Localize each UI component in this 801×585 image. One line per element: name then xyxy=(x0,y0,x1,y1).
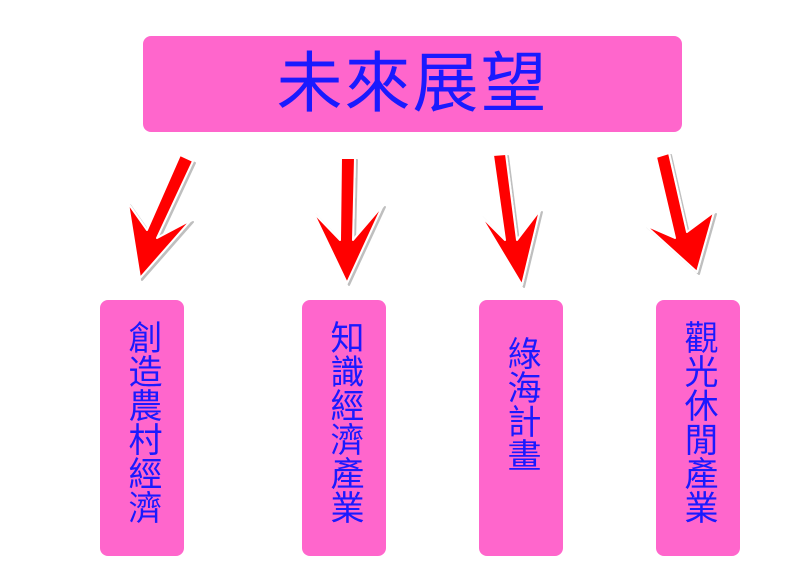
title-box: 未來展望 xyxy=(143,36,682,132)
item-label-4: 觀光休閒產業 xyxy=(678,320,718,524)
title-text: 未來展望 xyxy=(276,45,549,122)
arrow-down-right-4 xyxy=(644,152,715,273)
item-box-4: 觀光休閒產業 xyxy=(656,300,740,556)
arrow-down-2 xyxy=(312,157,384,284)
arrow-down-left-1 xyxy=(127,154,194,279)
item-label-3: 綠海計畫 xyxy=(501,336,541,472)
item-box-2: 知識經濟產業 xyxy=(302,300,386,556)
item-label-2: 知識經濟產業 xyxy=(324,320,364,524)
item-box-3: 綠海計畫 xyxy=(479,300,563,556)
item-label-1: 創造農村經濟 xyxy=(122,320,162,524)
arrow-down-3 xyxy=(479,153,541,286)
item-box-1: 創造農村經濟 xyxy=(100,300,184,556)
